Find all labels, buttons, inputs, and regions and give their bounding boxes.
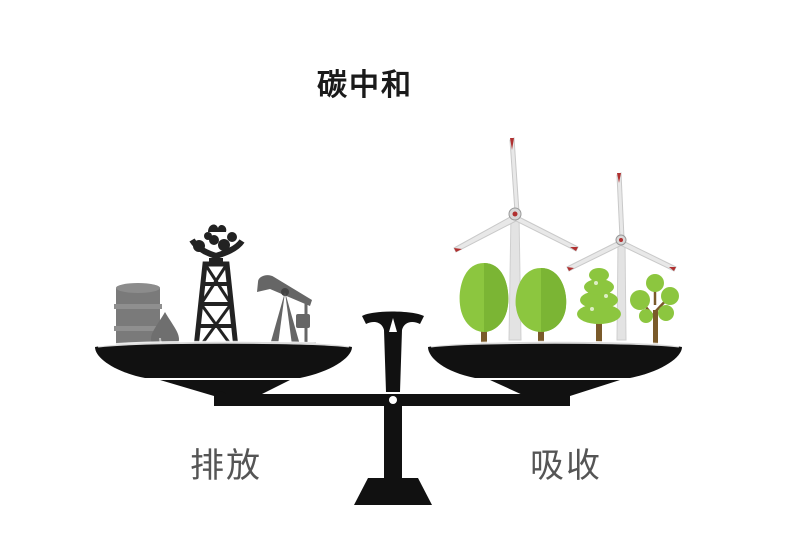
oil-derrick-icon (189, 224, 245, 351)
tree-icon (515, 268, 567, 350)
balance-scale-icon (95, 311, 682, 505)
wind-turbine-icon (566, 172, 677, 341)
emission-label: 排放 (190, 446, 262, 486)
tree-icon (459, 263, 509, 350)
absorption-label: 吸收 (530, 446, 602, 486)
pumpjack-icon (252, 275, 316, 348)
small-tree-icon (630, 274, 679, 350)
pine-tree-icon (577, 268, 621, 350)
page-title: 碳中和 (317, 68, 413, 103)
oil-barrel-icon (114, 283, 162, 350)
